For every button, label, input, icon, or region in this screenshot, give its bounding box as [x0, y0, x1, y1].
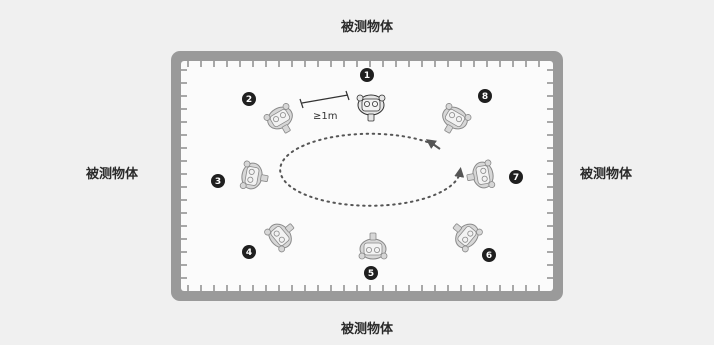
trajectory-path [279, 132, 465, 207]
label-object-top: 被测物体 [341, 20, 394, 35]
label-object-bottom: 被测物体 [341, 322, 394, 337]
robot-position-3 [239, 160, 269, 190]
robot-position-4 [264, 223, 295, 253]
position-number-8: 8 [482, 92, 488, 102]
position-badge-3 [211, 174, 225, 188]
position-badge-5 [364, 266, 378, 280]
position-number-6: 6 [486, 251, 492, 261]
robot-position-5 [358, 232, 388, 260]
position-number-5: 5 [368, 269, 374, 279]
position-badge-2 [242, 92, 256, 106]
position-number-3: 3 [215, 177, 221, 187]
position-badge-4 [242, 245, 256, 259]
position-number-2: 2 [246, 95, 252, 105]
position-badge-6 [482, 248, 496, 262]
position-badge-7 [509, 170, 523, 184]
label-object-right: 被测物体 [580, 167, 633, 182]
distance-marker [299, 90, 350, 109]
position-number-4: 4 [246, 248, 252, 258]
robot-position-1 [356, 94, 386, 122]
robot-position-8 [442, 103, 472, 134]
robot-position-2 [263, 103, 293, 134]
robot-position-6 [452, 223, 483, 253]
label-object-left: 被测物体 [86, 167, 139, 182]
distance-label: ≥1m [313, 111, 337, 122]
position-badge-8 [478, 89, 492, 103]
position-number-1: 1 [364, 71, 370, 81]
position-number-7: 7 [513, 173, 519, 183]
ruler-ticks [181, 61, 553, 291]
trajectory-arrow [425, 139, 441, 150]
robot-position-7 [466, 159, 496, 189]
position-badge-1 [360, 68, 374, 82]
